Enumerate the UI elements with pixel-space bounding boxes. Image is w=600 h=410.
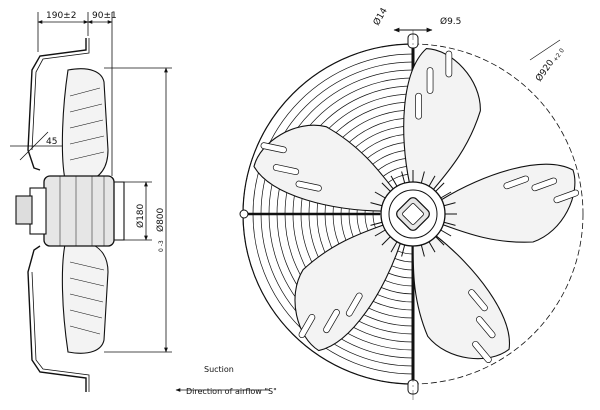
hub-stud <box>374 229 386 237</box>
hub-studs <box>369 170 457 258</box>
hub-stud <box>401 171 406 184</box>
dim-text-180: Ø180 <box>135 203 146 228</box>
motor-rotor <box>114 181 125 241</box>
hub-stud <box>420 171 425 184</box>
blade-rib <box>503 175 529 190</box>
motor-fins <box>59 176 105 246</box>
blade-side-lower-ribs <box>69 261 105 335</box>
fan-blade <box>294 223 402 352</box>
hub-stud <box>443 202 456 207</box>
hub-stud <box>440 191 452 199</box>
guard-bracket-top-inner <box>31 38 90 151</box>
fan-blade <box>253 124 396 212</box>
dim-text-90: 90±1 <box>92 11 117 21</box>
blade-side-upper <box>61 68 109 185</box>
blade-side-lower <box>61 239 109 354</box>
guard-mount-hole <box>239 209 249 219</box>
motor-body <box>43 175 115 247</box>
fan-blade <box>412 234 510 363</box>
hub-stud <box>401 244 406 257</box>
dim-leader-920 <box>529 39 561 61</box>
blade-rib <box>298 313 316 339</box>
dim-text-190: 190±2 <box>46 11 76 21</box>
dim-text-800-tol: 0 -3 <box>158 240 165 252</box>
hub-stud <box>428 241 436 253</box>
hub-stud <box>370 202 383 207</box>
guard-bracket-bottom <box>27 245 87 392</box>
dim-text-920: Ø920 <box>533 57 556 83</box>
blades <box>253 48 579 363</box>
hub-stud <box>443 221 456 226</box>
dim-text-14: Ø14 <box>371 6 390 28</box>
dim-text-920-tol: +2 0 <box>552 47 566 63</box>
hub-stud <box>381 182 391 192</box>
blade-rib <box>345 292 363 317</box>
blade-rib <box>323 309 340 334</box>
blade-rib <box>468 289 488 312</box>
hub-stud <box>370 221 383 226</box>
blade-rib <box>260 142 287 154</box>
hub-square-inner <box>402 203 424 225</box>
hub-stud <box>374 191 386 199</box>
blade-rib <box>426 67 434 94</box>
hub-stud <box>420 244 425 257</box>
hub-stud <box>390 175 398 187</box>
front-view <box>239 27 584 400</box>
blade-rib <box>553 189 579 204</box>
hub-stud <box>428 175 436 187</box>
dim-text-800: Ø800 <box>155 207 166 232</box>
terminal-cap <box>15 195 33 225</box>
blade-rib <box>295 180 322 192</box>
guard-bracket-bottom-inner <box>31 271 90 392</box>
blade-rib <box>472 340 492 363</box>
blade-side-upper-ribs <box>69 87 105 161</box>
hub-stud <box>435 236 445 246</box>
hub-stud <box>440 229 452 237</box>
dim-text-angle: 45 <box>46 137 57 147</box>
blade-rib <box>415 92 422 120</box>
hub-stud <box>435 182 445 192</box>
angle-line-b <box>19 131 49 161</box>
blade-rib <box>475 316 496 339</box>
airflow-label: Direction of airflow "S" <box>186 387 277 396</box>
guard-bracket-top <box>27 38 87 171</box>
blade-rib <box>531 177 557 192</box>
hub-inner <box>388 189 438 239</box>
suction-label: Suction <box>204 365 234 374</box>
blade-rib <box>445 50 453 78</box>
side-view <box>10 12 270 392</box>
side-view-labels: 190±2 90±1 45 Ø180 Ø800 0 -3 Suction Dir… <box>46 11 277 396</box>
fan-blade <box>403 48 481 192</box>
hub-stud <box>381 236 391 246</box>
blade-rib <box>272 164 300 176</box>
hub-stud <box>390 241 398 253</box>
dim-text-9-5: Ø9.5 <box>440 16 461 27</box>
fan-blade <box>440 163 579 243</box>
